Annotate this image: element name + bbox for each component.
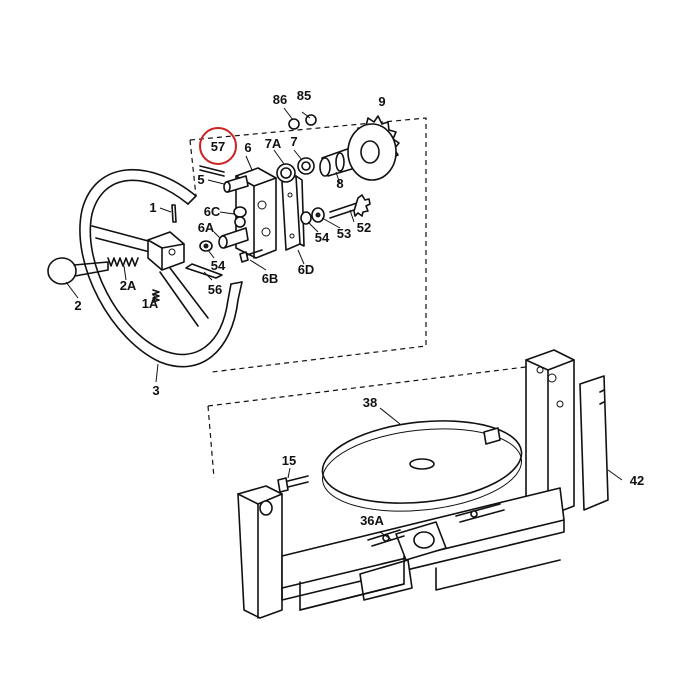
pin [171,204,177,223]
callout-8: 8 [336,176,343,191]
washer-53 [311,207,325,223]
callout-54-right: 54 [315,230,330,245]
gear-9 [347,115,400,181]
spring [107,257,139,267]
wheel-hub [147,231,185,271]
bolt-6B [239,249,263,263]
callout-36A: 36A [360,513,384,528]
callout-53: 53 [337,226,351,241]
callout-6A: 6A [198,220,215,235]
bearing-7 [297,157,315,175]
shaft-6A [199,227,249,252]
shaft-52 [329,194,371,219]
knob [47,257,109,285]
callout-7: 7 [290,134,297,149]
callout-6: 6 [244,140,251,155]
callout-52: 52 [357,220,371,235]
base-outline [207,363,551,479]
callout-86: 86 [273,92,287,107]
callout-3: 3 [152,383,159,398]
callout-5: 5 [197,172,204,187]
callout-2: 2 [74,298,81,313]
callout-15: 15 [282,453,296,468]
steering-wheel [79,168,243,368]
pin-57 [199,165,225,177]
callout-56: 56 [208,282,222,297]
side-plate [281,175,305,251]
assembly-outline [189,117,427,373]
callout-42: 42 [630,473,644,488]
upright-bracket-42 [525,349,609,517]
base-frame [237,485,565,619]
highlight-circle [199,127,237,165]
callout-9: 9 [378,94,385,109]
bearing-7A [276,163,296,183]
callout-1: 1 [149,200,156,215]
shaft-5 [223,175,249,193]
leader-lines [65,107,623,541]
small-spring [152,289,160,303]
nut-54 [300,211,312,225]
callout-38: 38 [363,395,377,410]
callout-2A: 2A [120,278,137,293]
turntable-disc-38 [321,420,523,512]
callout-85: 85 [297,88,311,103]
callout-57: 57 [211,139,225,154]
callout-7A: 7A [265,136,282,151]
callout-6B: 6B [262,271,279,286]
bolt-15 [277,475,309,493]
callout-6C: 6C [204,204,221,219]
callout-6D: 6D [298,262,315,277]
callout-54-left: 54 [211,258,226,273]
callout-1A: 1A [142,296,159,311]
nuts-85-86 [288,114,317,130]
shaft-6C [233,206,247,228]
